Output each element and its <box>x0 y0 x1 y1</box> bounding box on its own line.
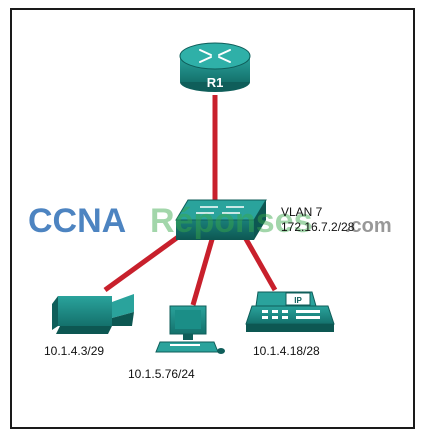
link-switch-phone <box>239 230 278 292</box>
link-switch-pc <box>190 235 216 306</box>
watermark: CCNA Réponses .com <box>28 202 392 240</box>
printer-icon[interactable] <box>52 294 134 334</box>
links <box>103 95 278 306</box>
switch-icon[interactable] <box>175 199 267 240</box>
watermark-part1: CCNA <box>28 202 126 240</box>
watermark-part2: Réponses <box>150 202 313 240</box>
router-icon[interactable]: R1 <box>179 42 251 92</box>
ip-phone-screen-text: IP <box>294 296 302 305</box>
ip-phone-ip-label: 10.1.4.18/28 <box>253 344 320 358</box>
router-label: R1 <box>207 75 224 90</box>
ip-phone-icon[interactable]: IP <box>245 291 335 332</box>
switch-vlan-label: VLAN 7 <box>281 205 323 219</box>
pc-ip-label: 10.1.5.76/24 <box>128 367 195 381</box>
watermark-part3: .com <box>345 215 392 237</box>
switch-ip-label: 172.16.7.2/28 <box>281 220 355 234</box>
printer-ip-label: 10.1.4.3/29 <box>44 344 104 358</box>
pc-icon[interactable] <box>155 305 225 354</box>
link-switch-printer <box>103 229 187 293</box>
